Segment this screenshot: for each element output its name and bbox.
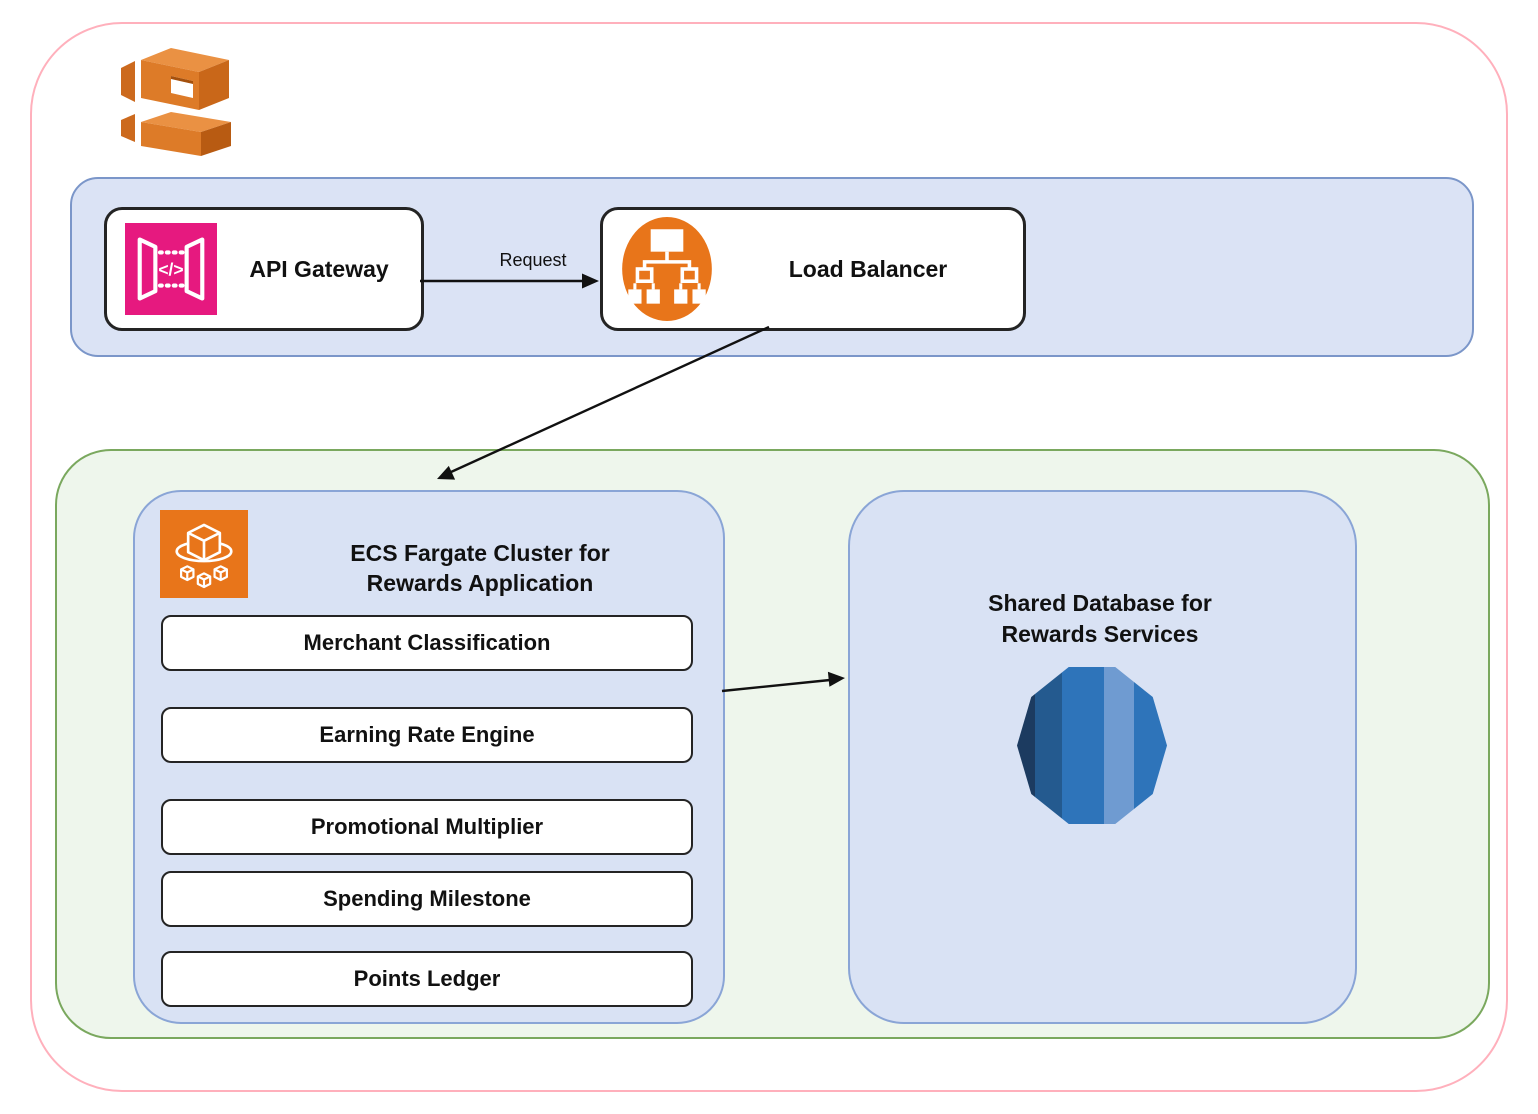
load-balancer-label: Load Balancer	[788, 255, 948, 282]
service-spending-milestone: Spending Milestone	[161, 871, 693, 927]
load-balancer-icon	[622, 217, 712, 321]
api-gateway-node: </> API Gateway	[104, 207, 424, 331]
ecs-fargate-icon	[160, 510, 248, 598]
api-gateway-label: API Gateway	[249, 255, 389, 282]
service-promotional-multiplier: Promotional Multiplier	[161, 799, 693, 855]
ecs-cluster-title: ECS Fargate Cluster for Rewards Applicat…	[260, 538, 700, 598]
service-points-ledger: Points Ledger	[161, 951, 693, 1007]
shared-database-title-line1: Shared Database for	[988, 590, 1212, 616]
ecs-cluster-title-line1: ECS Fargate Cluster for	[350, 540, 610, 566]
shared-database-title-line2: Rewards Services	[1001, 621, 1199, 647]
aws-logo-icon	[121, 48, 231, 156]
service-earning-rate-engine: Earning Rate Engine	[161, 707, 693, 763]
load-balancer-node: Load Balancer	[600, 207, 1026, 331]
shared-database-title: Shared Database for Rewards Services	[870, 588, 1330, 650]
api-gateway-icon: </>	[125, 223, 217, 315]
svg-text:</>: </>	[158, 259, 183, 279]
ecs-cluster-title-line2: Rewards Application	[366, 570, 594, 596]
dynamodb-icon	[1017, 667, 1167, 824]
request-arrow-label: Request	[499, 250, 567, 270]
service-merchant-classification: Merchant Classification	[161, 615, 693, 671]
